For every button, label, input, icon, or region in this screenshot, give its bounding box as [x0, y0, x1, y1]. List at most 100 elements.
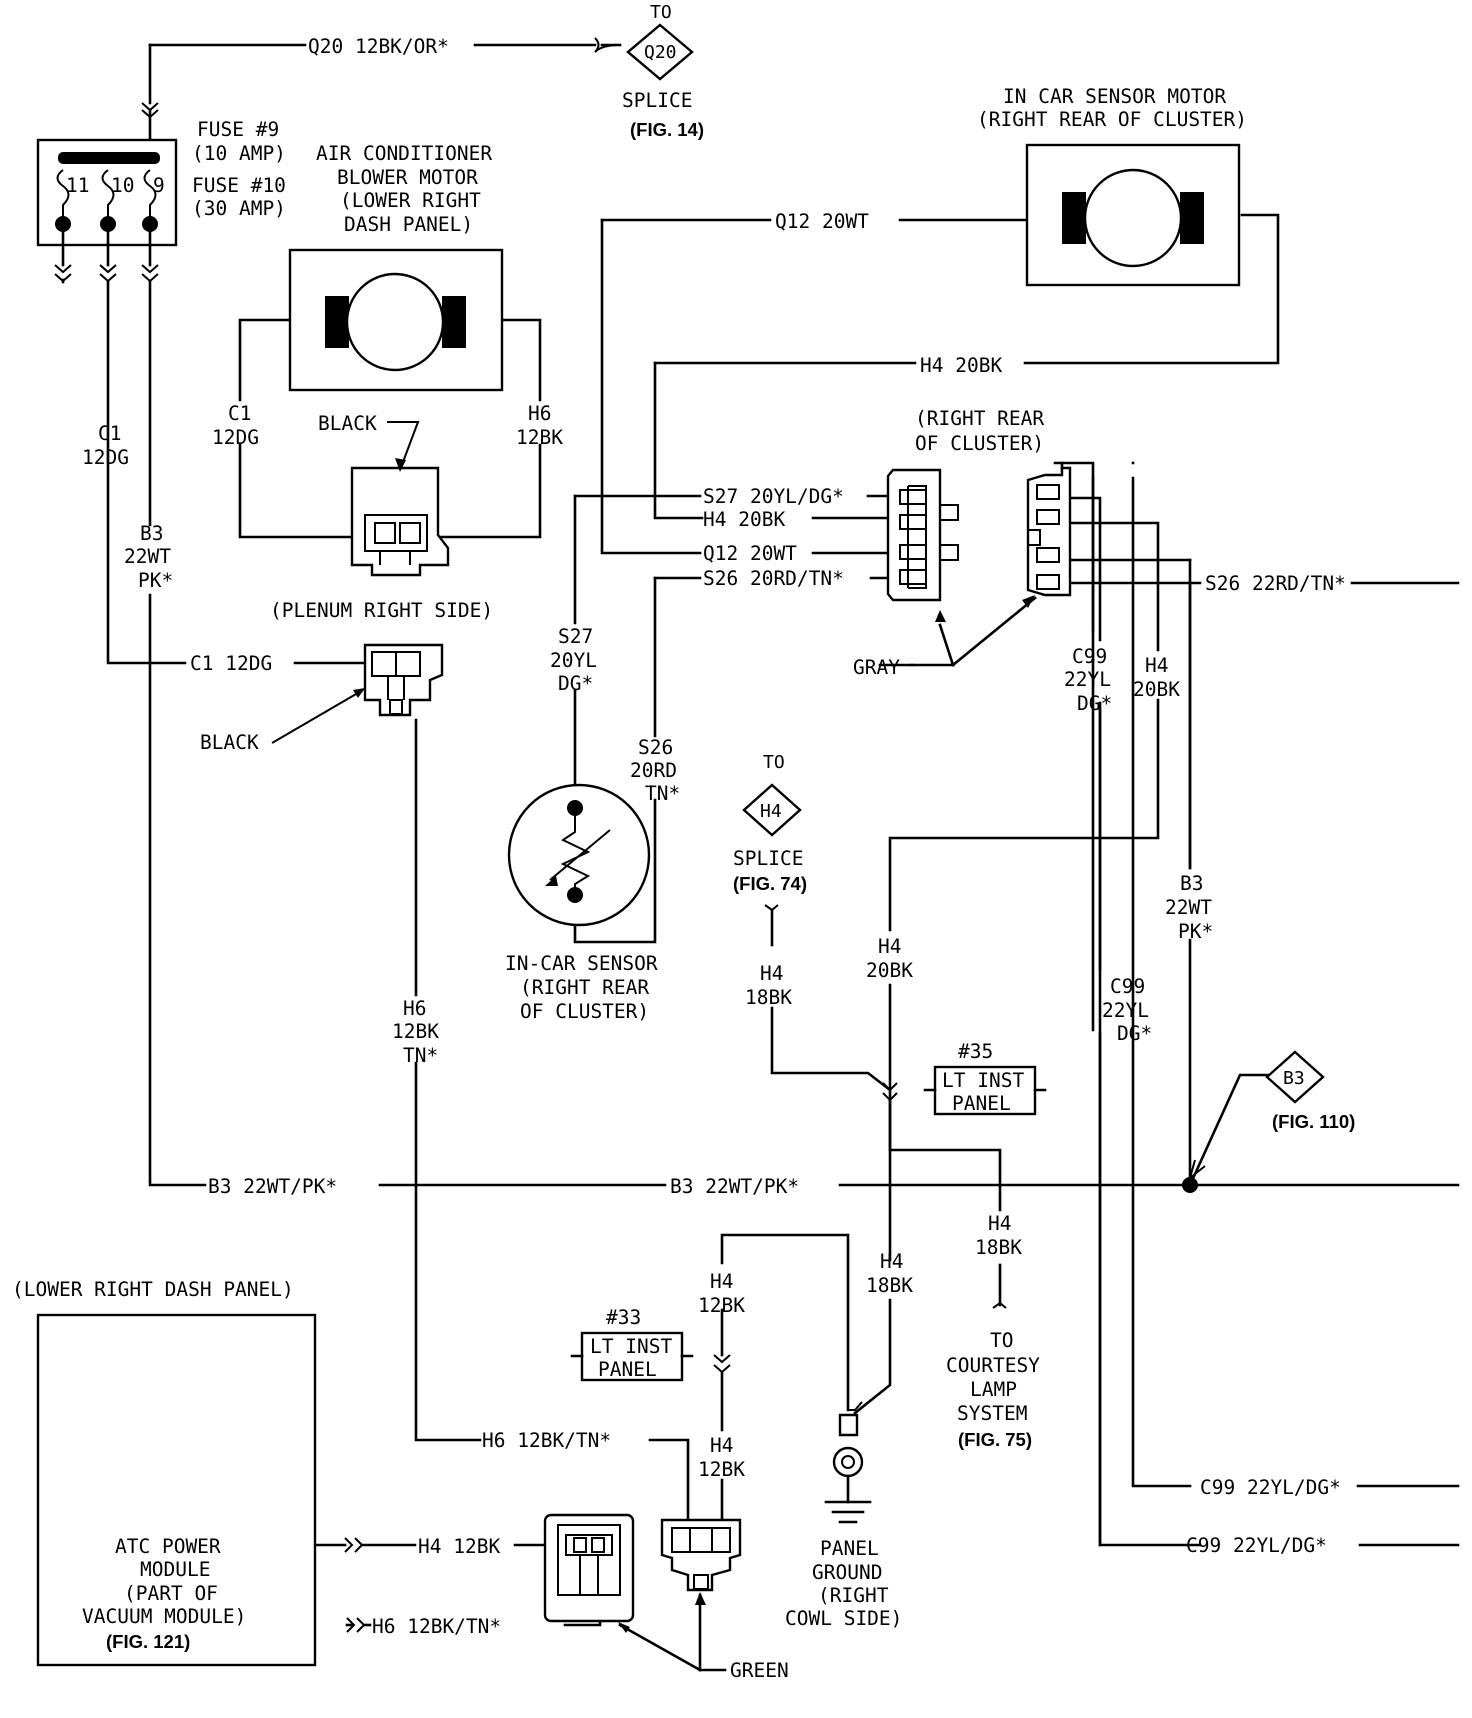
- wire-b3-left-3: PK*: [138, 569, 173, 592]
- splice-h4-label: SPLICE: [733, 847, 803, 870]
- in-car-sensor-label-2: (RIGHT REAR: [520, 976, 649, 999]
- splice-b3-code: B3: [1283, 1068, 1305, 1089]
- fuse9-amp: (10 AMP): [192, 142, 286, 165]
- wire-b3-left-1: B3: [140, 522, 163, 545]
- wire-h4-12-a1: H4: [710, 1270, 733, 1293]
- splice-h4-fig: (FIG. 74): [733, 873, 807, 894]
- wire-q12-in: Q12 20WT: [703, 542, 797, 565]
- wire-b3-r2: 22WT: [1165, 896, 1212, 919]
- atc-location: (LOWER RIGHT DASH PANEL): [12, 1278, 294, 1301]
- panel35-num: #35: [958, 1040, 993, 1063]
- panel33-l2: PANEL: [598, 1358, 657, 1381]
- blower-label-3: (LOWER RIGHT: [340, 189, 481, 212]
- wire-s26-out: S26 22RD/TN*: [1205, 572, 1346, 595]
- wire-s26-v2: 20RD: [630, 759, 677, 782]
- panel33-l1: LT INST: [590, 1335, 672, 1358]
- wire-h4-18-a2: 18BK: [745, 986, 792, 1009]
- in-car-sensor: [507, 783, 651, 927]
- wire-h4-r1: H4: [1145, 654, 1168, 677]
- wire-b3-main-mid: B3 22WT/PK*: [670, 1175, 799, 1198]
- fuse-pin-11: 11: [66, 174, 89, 197]
- wire-c1-blower-1: C1: [228, 402, 251, 425]
- wire-s27-v2: 20YL: [550, 649, 597, 672]
- panel35-l1: LT INST: [942, 1069, 1024, 1092]
- splice-q20-code: Q20: [644, 42, 677, 63]
- gray-arrow-right: [1022, 595, 1035, 608]
- wire-b3-r1: B3: [1180, 872, 1203, 895]
- wire-h4-atc: H4 12BK: [418, 1535, 500, 1558]
- wire-c1-v1: C1: [98, 422, 121, 445]
- h4-connector: [660, 1518, 742, 1592]
- ground-label-2: GROUND: [812, 1561, 882, 1584]
- green-arrow-2: [695, 1592, 706, 1605]
- wire-h4-m2: 20BK: [866, 959, 913, 982]
- wire-c1-v2: 12DG: [82, 446, 129, 469]
- atc-label-4: VACUUM MODULE): [82, 1605, 246, 1628]
- wire-s26-v3: TN*: [645, 782, 680, 805]
- blower-label-2: BLOWER MOTOR: [337, 166, 478, 189]
- courtesy-fig: (FIG. 75): [958, 1429, 1032, 1450]
- wire-c99-bottom-1: C99 22YL/DG*: [1200, 1476, 1341, 1499]
- wire-h4-12-b1: H4: [710, 1434, 733, 1457]
- wire-q12-top: Q12 20WT: [775, 210, 869, 233]
- wire-h4-12-b2: 12BK: [698, 1458, 745, 1481]
- fuse-block: [36, 138, 178, 284]
- atc-connector: [543, 1513, 635, 1623]
- wire-c99-b1: C99: [1110, 975, 1145, 998]
- wire-h4-in: H4 20BK: [703, 508, 785, 531]
- plenum-black-label: BLACK: [200, 731, 259, 754]
- ground-label-4: COWL SIDE): [785, 1607, 902, 1630]
- wire-h6-blower-2: 12BK: [516, 426, 563, 449]
- splice-b3: [1265, 1050, 1325, 1104]
- ground-label-1: PANEL: [820, 1537, 879, 1560]
- wire-b3-r3: PK*: [1178, 920, 1213, 943]
- atc-label-1: ATC POWER: [115, 1535, 221, 1558]
- blower-conn-black-label: BLACK: [318, 412, 377, 435]
- splice-q20-label: SPLICE: [622, 89, 692, 112]
- atc-fig: (FIG. 121): [106, 1631, 190, 1652]
- atc-label-2: MODULE: [140, 1558, 210, 1581]
- gray-arrow-left: [935, 610, 946, 622]
- cluster-label-1: (RIGHT REAR: [915, 407, 1044, 430]
- green-arrow-1: [618, 1622, 630, 1633]
- wire-h4-18-a1: H4: [760, 962, 783, 985]
- wire-s26-v1: S26: [638, 736, 673, 759]
- panel33-num: #33: [606, 1306, 641, 1329]
- panel35-l2: PANEL: [952, 1092, 1011, 1115]
- wire-c99-b3: DG*: [1117, 1022, 1152, 1045]
- blower-label-4: DASH PANEL): [344, 213, 473, 236]
- wire-c99-a3: DG*: [1077, 692, 1112, 715]
- fuse-pin-9: 9: [153, 174, 165, 197]
- wire-h4-18-b1: H4: [988, 1212, 1011, 1235]
- car-sensor-motor: [1025, 143, 1241, 287]
- splice-b3-fig: (FIG. 110): [1272, 1111, 1355, 1132]
- wire-s27-v3: DG*: [558, 672, 593, 695]
- wire-s26-in: S26 20RD/TN*: [703, 567, 844, 590]
- in-car-sensor-label-1: IN-CAR SENSOR: [505, 952, 658, 975]
- wire-c1-blower-2: 12DG: [212, 426, 259, 449]
- b3-splice-arrow: [1188, 1159, 1206, 1181]
- wire-h6-blower-1: H6: [528, 402, 551, 425]
- plenum-connector: [363, 643, 444, 717]
- wire-h4-18-c1: H4: [880, 1250, 903, 1273]
- car-sensor-motor-label-1: IN CAR SENSOR MOTOR: [1003, 85, 1226, 108]
- wire-q20: Q20 12BK/OR*: [308, 35, 449, 58]
- wire-h4-12-a2: 12BK: [698, 1294, 745, 1317]
- car-sensor-motor-label-2: (RIGHT REAR OF CLUSTER): [977, 108, 1247, 131]
- wire-h6-v1: H6: [403, 997, 426, 1020]
- atc-module: [36, 1313, 317, 1667]
- blower-label-1: AIR CONDITIONER: [316, 142, 492, 165]
- wire-h4-18-c2: 18BK: [866, 1274, 913, 1297]
- wire-c1-horiz: C1 12DG: [190, 652, 272, 675]
- b3-splice-leader: [1188, 1073, 1274, 1187]
- cluster-connector-left: [886, 468, 959, 602]
- fuse-pin-10: 10: [111, 174, 134, 197]
- courtesy-label-1: TO: [990, 1329, 1013, 1352]
- blower-motor: [288, 248, 504, 392]
- plenum-black-arrow: [353, 688, 365, 698]
- wire-h6-atc: H6 12BK/TN*: [372, 1615, 501, 1638]
- fuse10-label: FUSE #10: [192, 174, 286, 197]
- in-car-sensor-label-3: OF CLUSTER): [520, 1000, 649, 1023]
- splice-q20-to: TO: [650, 2, 672, 23]
- panel-35: [923, 1065, 1047, 1116]
